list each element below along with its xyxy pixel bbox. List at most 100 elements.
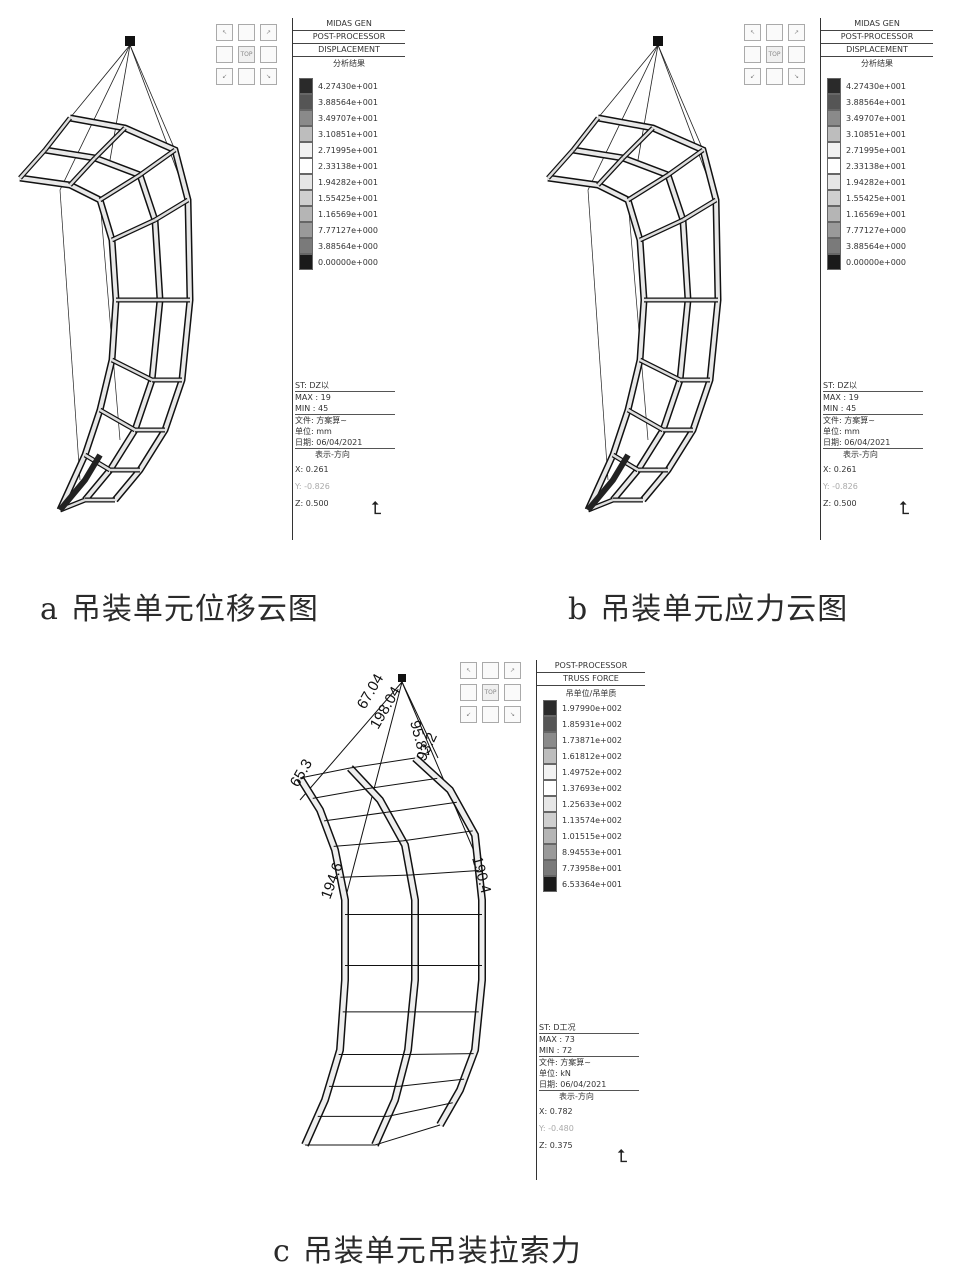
legend-swatch bbox=[543, 796, 557, 812]
nav-top-button[interactable] bbox=[238, 24, 255, 41]
legend-swatch bbox=[543, 764, 557, 780]
nav-top-button[interactable] bbox=[482, 662, 499, 679]
legend-header-top: MIDAS GEN bbox=[293, 18, 405, 31]
nav-cube-a[interactable]: ↖ ↗ TOP ↙ ↘ bbox=[216, 24, 280, 88]
legend-c: POST-PROCESSOR TRUSS FORCE 吊单位/吊单质 1.979… bbox=[536, 660, 645, 1180]
nav-cube-c[interactable]: ↖ ↗ TOP ↙ ↘ bbox=[460, 662, 524, 726]
legend-value: 8.94553e+001 bbox=[562, 847, 622, 857]
nav-left-button[interactable] bbox=[216, 46, 233, 63]
panel-a: ↖↗TOP↙↘ MIDAS GEN POST-PROCESSOR DISPLAC… bbox=[0, 0, 477, 627]
arch-member-outline bbox=[547, 174, 648, 512]
nav-left-button[interactable] bbox=[744, 46, 761, 63]
tie-member bbox=[154, 198, 189, 222]
legend-swatch bbox=[299, 110, 313, 126]
legend-value: 7.77127e+000 bbox=[846, 225, 906, 235]
legend-y: Y: -0.826 bbox=[823, 482, 858, 491]
legend-value: 6.53364e+001 bbox=[562, 879, 622, 889]
legend-scale-row: 1.13574e+002 bbox=[543, 812, 622, 828]
nav-bottom-button[interactable] bbox=[238, 68, 255, 85]
nav-corner-tr-button[interactable]: ↗ bbox=[260, 24, 277, 41]
legend-value: 4.27430e+001 bbox=[846, 81, 906, 91]
legend-scale-row: 3.10851e+001 bbox=[299, 126, 378, 142]
legend-value: 1.16569e+001 bbox=[846, 209, 906, 219]
nav-corner-tr-button[interactable]: ↗ bbox=[788, 24, 805, 41]
legend-value: 4.27430e+001 bbox=[318, 81, 378, 91]
tie-member bbox=[572, 117, 599, 151]
legend-view-dir: 表示-方向 bbox=[559, 1092, 594, 1101]
structure-b-drawing bbox=[546, 36, 722, 513]
legend-swatch bbox=[827, 94, 841, 110]
nav-right-button[interactable] bbox=[260, 46, 277, 63]
nav-corner-tl-button[interactable]: ↖ bbox=[744, 24, 761, 41]
legend-swatch bbox=[543, 860, 557, 876]
nav-bottom-button[interactable] bbox=[766, 68, 783, 85]
legend-swatch bbox=[827, 142, 841, 158]
tie-member bbox=[94, 127, 126, 159]
nav-center-button[interactable]: TOP bbox=[766, 46, 783, 63]
legend-swatch bbox=[299, 254, 313, 270]
legend-header-processor: POST-PROCESSOR bbox=[293, 31, 405, 44]
rail-member bbox=[413, 756, 485, 1127]
nav-right-button[interactable] bbox=[504, 684, 521, 701]
legend-scale-row: 0.00000e+000 bbox=[827, 254, 906, 270]
legend-z: Z: 0.500 bbox=[295, 499, 329, 508]
nav-corner-br-button[interactable]: ↘ bbox=[504, 706, 521, 723]
legend-header-processor: POST-PROCESSOR bbox=[821, 31, 933, 44]
legend-swatch bbox=[827, 158, 841, 174]
legend-scale-row: 2.71995e+001 bbox=[827, 142, 906, 158]
legend-scale-row: 3.88564e+000 bbox=[827, 238, 906, 254]
legend-scale-row: 1.37693e+002 bbox=[543, 780, 622, 796]
tie-line bbox=[349, 757, 416, 769]
nav-cube-b[interactable]: ↖ ↗ TOP ↙ ↘ bbox=[744, 24, 808, 88]
legend-subtitle: 吊单位/吊单质 bbox=[565, 689, 617, 698]
legend-swatch bbox=[827, 254, 841, 270]
nav-top-button[interactable] bbox=[766, 24, 783, 41]
legend-swatch bbox=[827, 110, 841, 126]
caption-letter: b bbox=[568, 592, 589, 627]
legend-view-dir: 表示-方向 bbox=[843, 450, 878, 459]
legend-info-c: ST: D工况 MAX : 73 MIN : 72 文件: 方案算~ 单位: k… bbox=[539, 1022, 639, 1151]
legend-swatch bbox=[299, 94, 313, 110]
legend-value: 7.77127e+000 bbox=[318, 225, 378, 235]
legend-swatch bbox=[827, 222, 841, 238]
tie-line bbox=[299, 767, 351, 779]
legend-max: MAX : 19 bbox=[823, 393, 859, 402]
nav-corner-tr-button[interactable]: ↗ bbox=[504, 662, 521, 679]
tie-member bbox=[682, 198, 717, 222]
axis-triad-icon: ⮤ bbox=[617, 1146, 628, 1167]
legend-value: 7.73958e+001 bbox=[562, 863, 622, 873]
legend-scale-row: 7.77127e+000 bbox=[827, 222, 906, 238]
hook-block bbox=[125, 36, 135, 46]
nav-corner-bl-button[interactable]: ↙ bbox=[744, 68, 761, 85]
cable-line bbox=[59, 189, 81, 481]
nav-corner-tl-button[interactable]: ↖ bbox=[216, 24, 233, 41]
nav-right-button[interactable] bbox=[788, 46, 805, 63]
nav-corner-br-button[interactable]: ↘ bbox=[260, 68, 277, 85]
nav-center-button[interactable]: TOP bbox=[482, 684, 499, 701]
caption-text: 吊装单元位移云图 bbox=[70, 592, 319, 627]
nav-corner-br-button[interactable]: ↘ bbox=[788, 68, 805, 85]
nav-corner-bl-button[interactable]: ↙ bbox=[460, 706, 477, 723]
nav-bottom-button[interactable] bbox=[482, 706, 499, 723]
legend-header-type: TRUSS FORCE bbox=[537, 673, 645, 686]
legend-st: ST: DZ以 bbox=[823, 381, 857, 390]
legend-value: 1.37693e+002 bbox=[562, 783, 622, 793]
legend-swatch bbox=[543, 828, 557, 844]
arch-member bbox=[547, 176, 647, 511]
legend-value: 1.97990e+002 bbox=[562, 703, 622, 713]
legend-value: 3.88564e+000 bbox=[846, 241, 906, 251]
tie-line bbox=[369, 777, 438, 789]
nav-center-button[interactable]: TOP bbox=[238, 46, 255, 63]
nav-corner-bl-button[interactable]: ↙ bbox=[216, 68, 233, 85]
legend-x: X: 0.261 bbox=[823, 465, 857, 474]
legend-swatch bbox=[543, 700, 557, 716]
legend-swatch bbox=[543, 812, 557, 828]
cable-line bbox=[401, 681, 483, 871]
cable-line bbox=[657, 44, 704, 151]
legend-value: 0.00000e+000 bbox=[318, 257, 378, 267]
nav-left-button[interactable] bbox=[460, 684, 477, 701]
legend-swatch bbox=[543, 844, 557, 860]
tie-member bbox=[69, 157, 96, 186]
nav-corner-tl-button[interactable]: ↖ bbox=[460, 662, 477, 679]
legend-scale-row: 1.97990e+002 bbox=[543, 700, 622, 716]
